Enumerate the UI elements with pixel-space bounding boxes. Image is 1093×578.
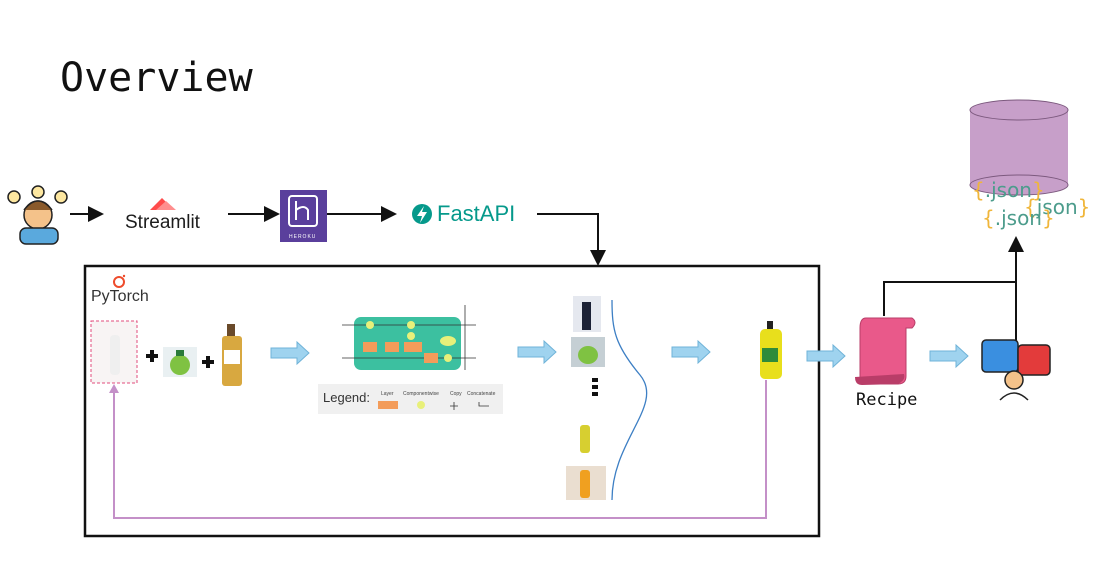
lime-image (163, 347, 197, 377)
heroku-logo-icon (280, 190, 327, 242)
legend-item-layer: Layer (381, 391, 394, 397)
feedback-arrow-head (109, 384, 119, 393)
recipe-scroll-icon (855, 317, 916, 385)
flow-arrow-4 (806, 343, 846, 369)
flow-arrows (270, 339, 969, 369)
idea-person-icon (7, 185, 68, 245)
pytorch-label: PyTorch (91, 288, 149, 305)
lstm-cell-diagram (342, 305, 476, 370)
json-file-label: {.json} (982, 206, 1055, 230)
database-icon (969, 99, 1069, 196)
model-pipeline-box (83, 264, 821, 538)
legend-label: Legend: (323, 390, 370, 405)
plus-icon (202, 356, 214, 368)
arrow-fastapi-model (537, 213, 606, 266)
feedback-loop-arrow (113, 380, 767, 519)
legend-item-concatenate: Concatenate (467, 391, 496, 397)
heroku-label: HEROKU (289, 234, 317, 240)
page-title: Overview (60, 55, 253, 101)
flow-arrow-1 (270, 340, 310, 366)
flow-arrow-3 (671, 339, 711, 365)
feedback-person-icon (981, 339, 1051, 401)
plus-icon (146, 350, 158, 362)
recipe-label: Recipe (856, 390, 918, 410)
connector-recipe-feedback (883, 281, 1017, 346)
fastapi-label: FastAPI (437, 201, 516, 226)
json-file-label: {json} (1024, 195, 1091, 219)
fastapi-logo-icon (412, 204, 432, 224)
legend-item-componentwise: Componentwise (403, 391, 439, 397)
distribution-curve (611, 299, 648, 501)
legend-item-copy: Copy (450, 391, 462, 397)
flow-arrow-2 (517, 339, 557, 365)
flow-arrow-5 (929, 343, 969, 369)
streamlit-label: Streamlit (125, 212, 200, 233)
ghost-bottle-image (110, 335, 120, 375)
selected-bottle-image (760, 321, 782, 379)
json-file-label: {.json} (972, 178, 1045, 202)
lstm-legend (318, 384, 503, 414)
pytorch-logo-icon (113, 274, 126, 288)
tequila-bottle-image (222, 324, 242, 386)
streamlit-logo-icon (150, 198, 176, 210)
candidate-images (566, 296, 606, 500)
